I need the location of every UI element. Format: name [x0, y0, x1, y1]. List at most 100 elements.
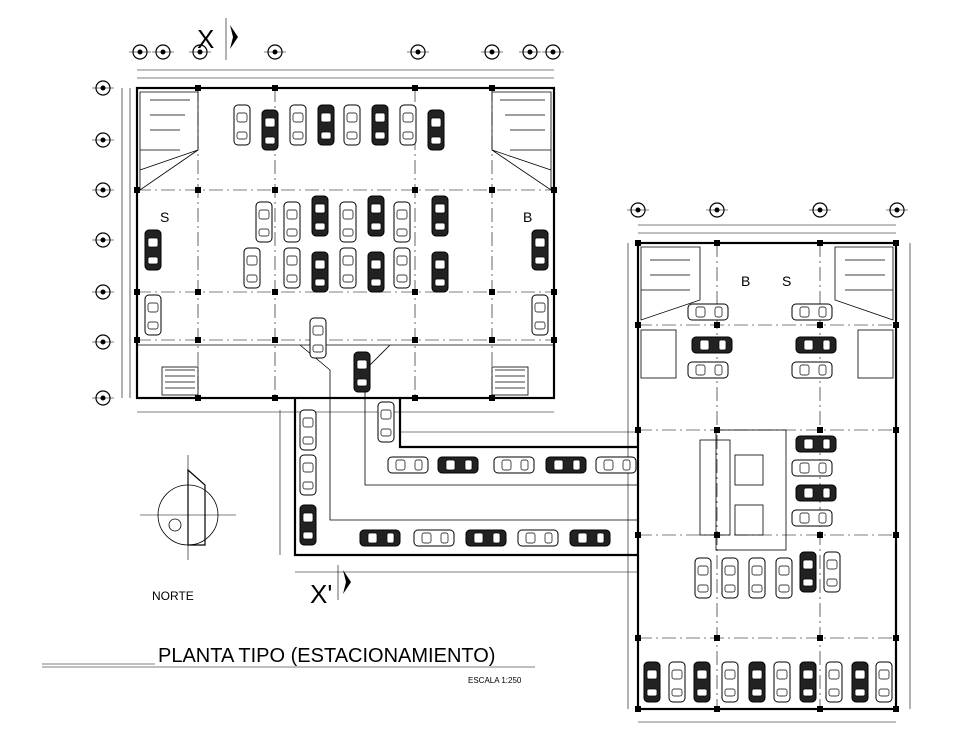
column	[714, 706, 720, 712]
column	[893, 322, 899, 328]
column	[893, 635, 899, 641]
car-icon	[693, 661, 711, 703]
grid-bubble-icon	[886, 202, 908, 218]
column	[489, 337, 495, 343]
car-icon	[851, 661, 869, 703]
upper-block-wall	[135, 86, 556, 400]
drawing-title: PLANTA TIPO (ESTACIONAMIENTO)	[158, 645, 495, 667]
column	[635, 635, 641, 641]
upper-block	[135, 86, 556, 400]
car-icon	[413, 529, 455, 547]
car-icon	[721, 661, 739, 703]
car-icon	[531, 294, 549, 336]
column	[489, 85, 495, 91]
connector-ramp	[293, 398, 638, 557]
column	[635, 532, 641, 538]
car-icon	[367, 251, 385, 293]
car-icon	[431, 195, 449, 237]
car-icon	[427, 109, 445, 151]
scale-label: ESCALA 1:250	[468, 676, 522, 685]
car-icon	[595, 456, 637, 474]
north-arrow-icon	[140, 455, 236, 560]
column	[635, 240, 641, 246]
column	[551, 289, 557, 295]
column	[272, 395, 278, 401]
car-icon	[823, 551, 841, 593]
car-icon	[799, 661, 817, 703]
car-icon	[721, 557, 739, 599]
structural-columns	[134, 85, 899, 712]
column	[412, 289, 418, 295]
car-icon	[289, 104, 307, 146]
column	[412, 187, 418, 193]
grid-bubble-icon	[542, 44, 564, 60]
car-icon	[799, 551, 817, 593]
car-icon	[311, 251, 329, 293]
car-icon	[317, 104, 335, 146]
ramp-label-upper-left: S	[160, 209, 169, 225]
column	[817, 532, 823, 538]
column	[817, 706, 823, 712]
column	[412, 337, 418, 343]
grid-bubble-icon	[627, 202, 649, 218]
parking-cars	[144, 104, 893, 703]
car-icon	[437, 456, 479, 474]
car-icon	[825, 661, 843, 703]
car-icon	[353, 351, 371, 393]
column	[893, 532, 899, 538]
car-icon	[795, 435, 837, 453]
car-icon	[309, 317, 327, 359]
grid-bubble-icon	[129, 44, 151, 60]
grid-bubble-icon	[92, 232, 114, 248]
grid-bubble-icon	[92, 80, 114, 96]
car-icon	[393, 201, 411, 243]
car-icon	[339, 247, 357, 289]
car-icon	[775, 557, 793, 599]
grid-bubble-icon	[189, 44, 211, 60]
car-icon	[691, 336, 733, 354]
car-icon	[687, 361, 729, 379]
dimensions	[121, 69, 911, 723]
grid-bubble-icon	[92, 334, 114, 350]
column	[893, 240, 899, 246]
column	[635, 706, 641, 712]
grid-bubble-icon	[407, 44, 429, 60]
car-icon	[367, 195, 385, 237]
column	[714, 427, 720, 433]
car-icon	[791, 509, 833, 527]
grid-bubble-icon	[706, 202, 728, 218]
car-icon	[748, 661, 766, 703]
column	[893, 706, 899, 712]
title-block: PLANTA TIPO (ESTACIONAMIENTO) ESCALA 1:2…	[42, 645, 535, 685]
car-icon	[791, 361, 833, 379]
ramp-label-upper-right: B	[523, 209, 532, 225]
column	[272, 337, 278, 343]
car-icon	[144, 229, 162, 271]
column	[489, 289, 495, 295]
column	[195, 395, 201, 401]
column	[635, 322, 641, 328]
lower-block	[636, 241, 898, 711]
car-icon	[299, 409, 317, 451]
car-icon	[795, 336, 837, 354]
car-icon	[399, 104, 417, 146]
column	[551, 187, 557, 193]
car-icon	[465, 529, 507, 547]
car-icon	[339, 201, 357, 243]
car-icon	[643, 661, 661, 703]
car-icon	[668, 661, 686, 703]
column	[195, 337, 201, 343]
section-label-bottom: X'	[310, 579, 332, 609]
column	[714, 322, 720, 328]
car-icon	[545, 456, 587, 474]
car-icon	[517, 529, 559, 547]
column	[714, 240, 720, 246]
column	[817, 322, 823, 328]
column	[489, 395, 495, 401]
car-icon	[243, 247, 261, 289]
car-icon	[694, 557, 712, 599]
car-icon	[387, 456, 429, 474]
ramp-label-lower-left: B	[741, 273, 750, 289]
